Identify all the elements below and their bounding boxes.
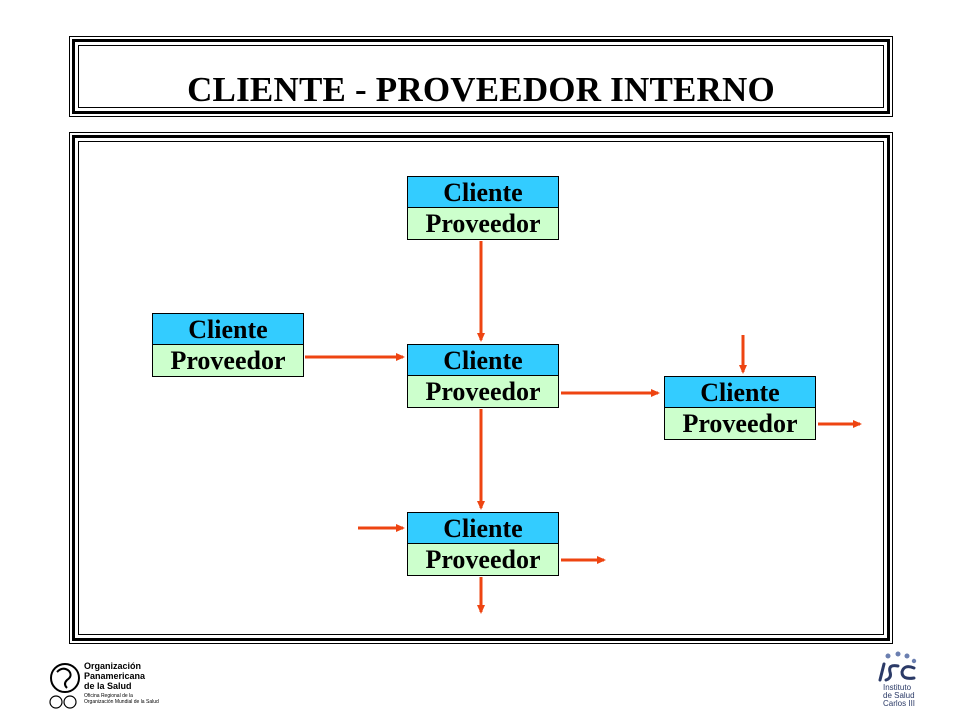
- title-frame: CLIENTE - PROVEEDOR INTERNO: [69, 36, 893, 117]
- isc-line: Instituto: [883, 683, 912, 692]
- node-right-proveedor: Proveedor: [665, 408, 815, 439]
- ops-name-line: de la Salud: [84, 681, 132, 691]
- ops-name-line: Organización: [84, 661, 142, 671]
- node-center: Cliente Proveedor: [407, 344, 559, 408]
- ops-sub-line: Oficina Regional de la: [84, 693, 133, 699]
- slide-title: CLIENTE - PROVEEDOR INTERNO: [187, 70, 775, 109]
- node-right: Cliente Proveedor: [664, 376, 816, 440]
- node-right-cliente: Cliente: [665, 377, 815, 408]
- node-left-proveedor: Proveedor: [153, 345, 303, 376]
- ops-subtitle: Oficina Regional de la Organización Mund…: [84, 693, 159, 705]
- node-left-cliente: Cliente: [153, 314, 303, 345]
- isc-line: Carlos III: [883, 699, 916, 708]
- node-top: Cliente Proveedor: [407, 176, 559, 240]
- ops-name: Organización Panamericana de la Salud: [84, 661, 145, 691]
- isc-name: Instituto de Salud Carlos III: [883, 684, 915, 708]
- ops-name-line: Panamericana: [84, 671, 146, 681]
- node-bottom-proveedor: Proveedor: [408, 544, 558, 575]
- ops-sub-line: Organización Mundial de la Salud: [84, 699, 159, 705]
- node-center-cliente: Cliente: [408, 345, 558, 376]
- isc-logo-icon: [878, 651, 917, 682]
- node-bottom: Cliente Proveedor: [407, 512, 559, 576]
- node-top-proveedor: Proveedor: [408, 208, 558, 239]
- ops-emblem-icon: [49, 663, 80, 709]
- node-bottom-cliente: Cliente: [408, 513, 558, 544]
- node-top-cliente: Cliente: [408, 177, 558, 208]
- node-left: Cliente Proveedor: [152, 313, 304, 377]
- node-center-proveedor: Proveedor: [408, 376, 558, 407]
- isc-line: de Salud: [883, 691, 915, 700]
